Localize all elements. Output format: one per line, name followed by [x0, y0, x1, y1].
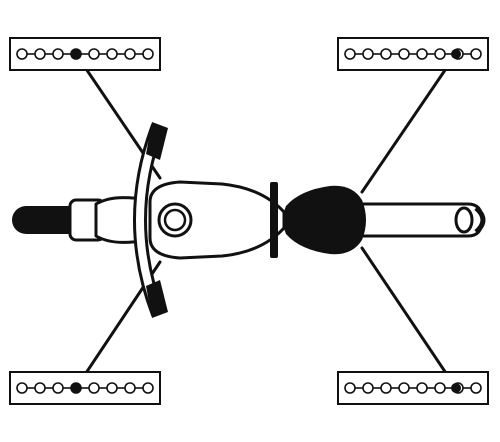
seat	[283, 185, 366, 255]
rail-hole	[380, 382, 392, 394]
rail-hole	[34, 48, 46, 60]
rail-hole	[398, 48, 410, 60]
anchor-top-right-rail	[337, 37, 489, 71]
rail-hole	[434, 48, 446, 60]
strap-hook-point	[71, 49, 81, 59]
rail-hole	[416, 48, 428, 60]
rail-hole	[106, 48, 118, 60]
rail-hole	[434, 382, 446, 394]
strap-hook-point	[451, 49, 461, 59]
seat-divider	[270, 182, 278, 258]
rail-hole	[142, 382, 154, 394]
rail-hole	[16, 48, 28, 60]
front-wheel	[12, 206, 82, 234]
rail-hole	[52, 382, 64, 394]
rail-hole	[34, 382, 46, 394]
anchor-bottom-right-rail	[337, 371, 489, 405]
floor-anchor-rails	[9, 37, 489, 405]
tail-light	[454, 206, 474, 234]
rail-hole	[362, 48, 374, 60]
fork	[94, 196, 140, 244]
strap-bottom-right	[360, 246, 458, 390]
rail-hole	[106, 382, 118, 394]
rail-hole	[344, 382, 356, 394]
grip-right	[146, 280, 168, 318]
rear-wheel	[474, 206, 486, 234]
fuel-cap-inner	[163, 208, 187, 232]
rail-hole	[470, 382, 482, 394]
grip-left	[146, 122, 168, 160]
rail-hole	[398, 382, 410, 394]
rail-hole	[124, 48, 136, 60]
rail-hole	[52, 48, 64, 60]
rail-hole	[362, 382, 374, 394]
rail-hole	[88, 382, 100, 394]
rail-hole	[470, 48, 482, 60]
rail-hole	[344, 48, 356, 60]
rail-hole	[124, 382, 136, 394]
rail-hole	[416, 382, 428, 394]
rail-hole	[16, 382, 28, 394]
strap-top-right	[360, 52, 458, 194]
rail-hole	[142, 48, 154, 60]
motorcycle-top-view	[12, 122, 486, 318]
anchor-top-left-rail	[9, 37, 161, 71]
rail-hole	[380, 48, 392, 60]
strap-hook-point	[451, 383, 461, 393]
rail-hole	[88, 48, 100, 60]
anchor-bottom-left-rail	[9, 371, 161, 405]
strap-hook-point	[71, 383, 81, 393]
